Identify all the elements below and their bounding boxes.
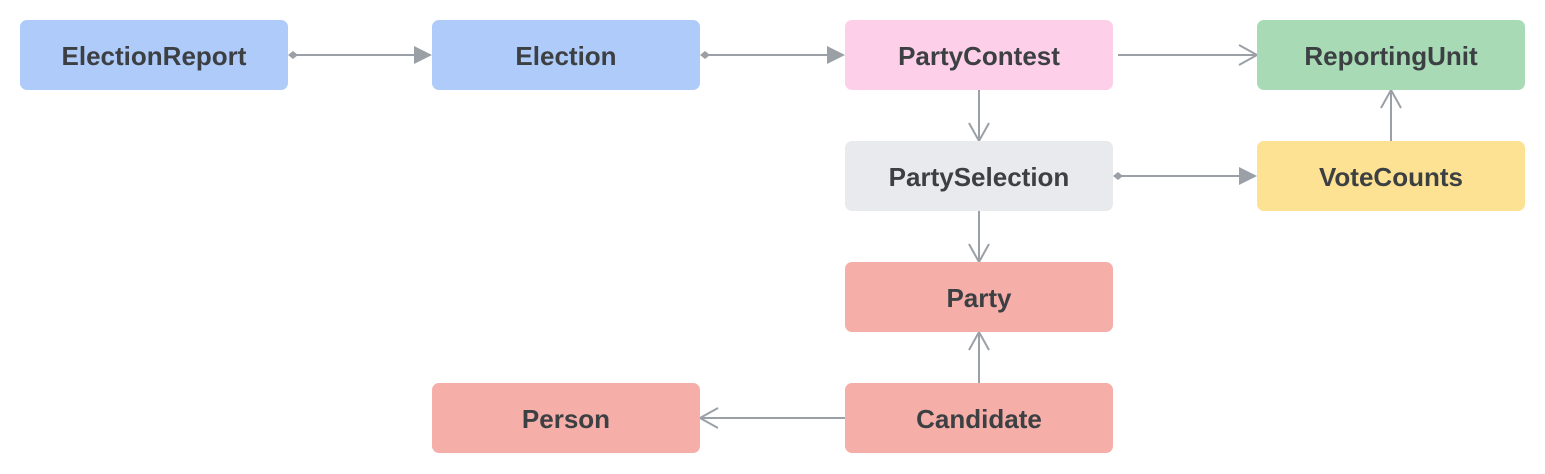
edge-party-contest-to-reporting-unit — [1118, 44, 1260, 66]
node-election-label: Election — [515, 41, 616, 71]
nodes-layer: ElectionReport Election PartyContest Rep… — [20, 20, 1525, 453]
tail-diamond — [1113, 172, 1123, 180]
edge-candidate-to-person — [697, 407, 845, 429]
node-party-contest-box — [845, 20, 1113, 90]
edge-party-selection-to-party — [968, 211, 990, 265]
node-vote-counts-box — [1257, 141, 1525, 211]
node-party-contest-label: PartyContest — [898, 41, 1060, 71]
edge-party-selection-to-vote-counts — [1113, 167, 1257, 185]
node-party-selection-box — [845, 141, 1113, 211]
node-election-report-box — [20, 20, 288, 90]
edge-election-report-to-election — [288, 46, 432, 64]
node-party-contest: PartyContest — [845, 20, 1113, 90]
node-election-report: ElectionReport — [20, 20, 288, 90]
node-party-selection: PartySelection — [845, 141, 1113, 211]
node-election-report-label: ElectionReport — [62, 41, 247, 71]
node-party-label: Party — [946, 283, 1012, 313]
node-person-box — [432, 383, 700, 453]
node-reporting-unit-label: ReportingUnit — [1304, 41, 1478, 71]
edge-vote-counts-to-reporting-unit — [1380, 87, 1402, 141]
node-candidate-box — [845, 383, 1113, 453]
arrowhead-filled — [414, 46, 432, 64]
tail-diamond — [288, 51, 298, 59]
edge-party-contest-to-party-selection — [968, 90, 990, 144]
node-party-box — [845, 262, 1113, 332]
arrowhead-filled — [1239, 167, 1257, 185]
tail-diamond — [700, 51, 710, 59]
node-vote-counts: VoteCounts — [1257, 141, 1525, 211]
node-party-selection-label: PartySelection — [889, 162, 1070, 192]
node-reporting-unit: ReportingUnit — [1257, 20, 1525, 90]
node-candidate-label: Candidate — [916, 404, 1042, 434]
node-person: Person — [432, 383, 700, 453]
node-party: Party — [845, 262, 1113, 332]
node-candidate: Candidate — [845, 383, 1113, 453]
edge-candidate-to-party — [968, 329, 990, 383]
node-election: Election — [432, 20, 700, 90]
edges-layer — [288, 44, 1402, 429]
node-election-box — [432, 20, 700, 90]
node-person-label: Person — [522, 404, 610, 434]
node-reporting-unit-box — [1257, 20, 1525, 90]
arrowhead-filled — [827, 46, 845, 64]
node-vote-counts-label: VoteCounts — [1319, 162, 1463, 192]
edge-election-to-party-contest — [700, 46, 845, 64]
